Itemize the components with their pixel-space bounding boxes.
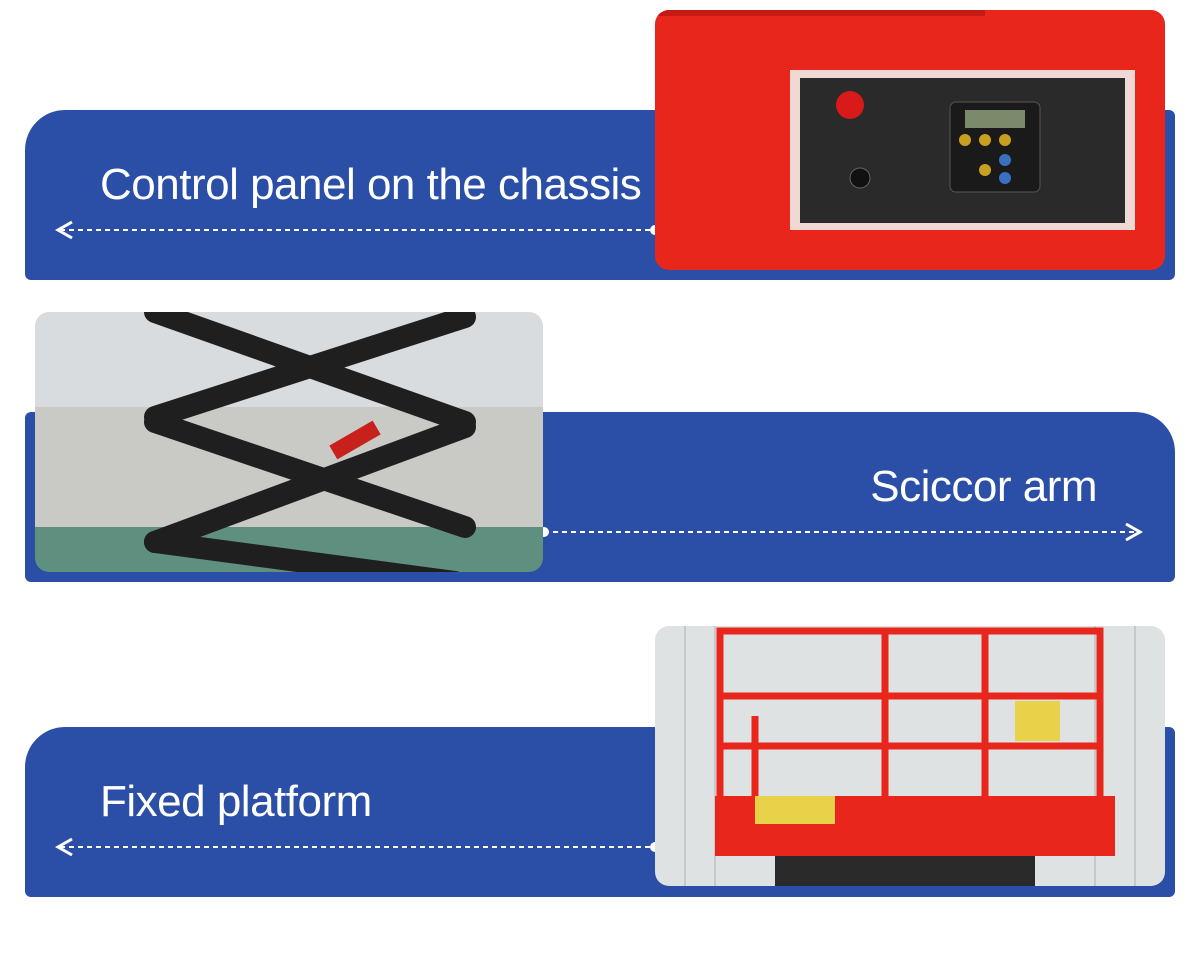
feature-label: Fixed platform (100, 777, 372, 826)
arrow-left-icon (54, 220, 660, 240)
scissor-arm-photo (35, 312, 543, 572)
arrow-left-icon (54, 837, 660, 857)
feature-label: Sciccor arm (870, 462, 1097, 511)
arrow-right-icon (539, 522, 1144, 542)
feature-label: Control panel on the chassis (100, 160, 642, 209)
control-panel-photo (655, 10, 1165, 270)
fixed-platform-photo (655, 626, 1165, 886)
